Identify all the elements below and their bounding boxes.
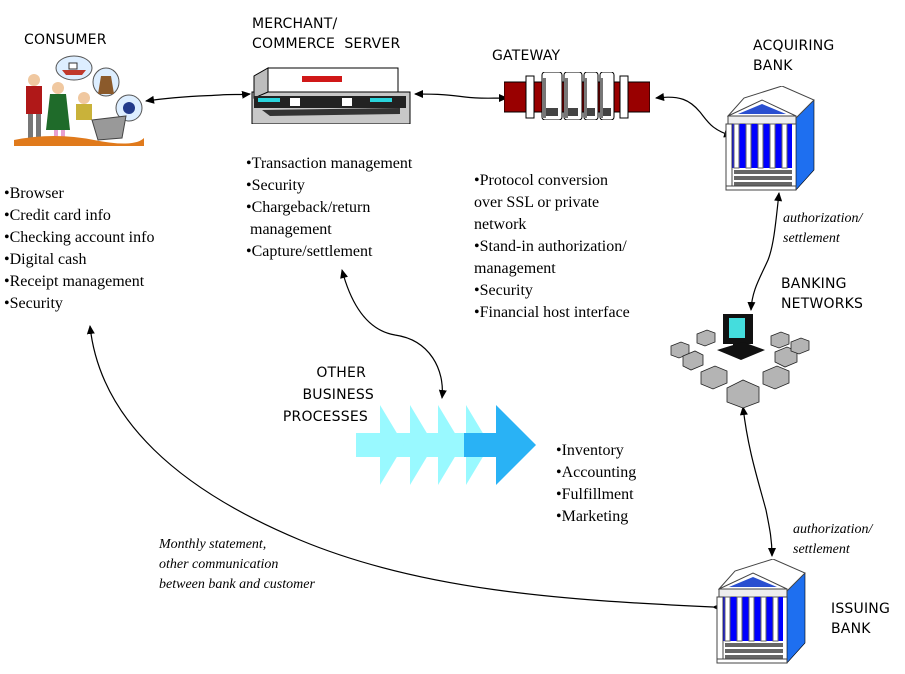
connector-gateway-acquiring: [655, 93, 733, 138]
consumer-feature: •Digital cash: [4, 251, 87, 268]
gateway-feature: network: [474, 216, 527, 233]
merchant-label-line: COMMERCE SERVER: [252, 36, 401, 52]
banking-networks-label-line: BANKING: [781, 276, 847, 292]
consumer-icon: [14, 50, 144, 146]
edge-label-line: between bank and customer: [159, 577, 315, 592]
gateway-feature: •Security: [474, 282, 533, 299]
gateway-feature: •Financial host interface: [474, 304, 630, 321]
gateway-feature: •Protocol conversion: [474, 172, 609, 189]
connector-consumer-merchant: [145, 90, 251, 104]
consumer-feature: •Browser: [4, 185, 64, 202]
issuing-bank-label: ISSUING BANK: [831, 599, 890, 639]
banking-networks-icon: [667, 312, 817, 409]
edge-label-line: settlement: [793, 542, 850, 557]
edge-label-acquiring-networks: authorization/ settlement: [783, 209, 862, 249]
edge-label-line: Monthly statement,: [159, 537, 267, 552]
issuing-bank-icon: [715, 558, 807, 665]
merchant-feature: management: [246, 221, 332, 238]
other-business-label: OTHER BUSINESS PROCESSES: [270, 362, 380, 428]
gateway-icon: [503, 71, 651, 121]
edge-label-line: settlement: [783, 231, 840, 246]
market-sign: [302, 76, 342, 82]
acquiring-bank-label-line: ACQUIRING: [753, 38, 835, 54]
gateway-feature: over SSL or private: [474, 194, 600, 211]
consumer-feature: •Credit card info: [4, 207, 111, 224]
other-business-feature: •Inventory: [556, 442, 624, 459]
merchant-feature: •Chargeback/return: [246, 199, 371, 216]
banking-networks-label-line: NETWORKS: [781, 296, 864, 312]
consumer-feature-list: •Browser •Credit card info •Checking acc…: [4, 183, 154, 315]
acquiring-bank-label: ACQUIRING BANK: [753, 36, 834, 76]
edge-label-line: other communication: [159, 557, 279, 572]
other-business-feature-list: •Inventory •Accounting •Fulfillment •Mar…: [556, 440, 636, 528]
consumer-feature: •Security: [4, 295, 63, 312]
merchant-feature: •Capture/settlement: [246, 243, 373, 260]
consumer-feature: •Checking account info: [4, 229, 155, 246]
storefront-icon: [250, 64, 415, 125]
issuing-bank-label-line: ISSUING: [831, 601, 890, 617]
merchant-feature: •Security: [246, 177, 305, 194]
gateway-feature: management: [474, 260, 556, 277]
connector-issuing-consumer: [86, 325, 722, 612]
gateway-feature: •Stand-in authorization/: [474, 238, 627, 255]
edge-label-networks-issuing: authorization/ settlement: [793, 520, 872, 560]
acquiring-bank-label-line: BANK: [753, 58, 793, 74]
edge-label-issuing-consumer: Monthly statement, other communication b…: [159, 535, 315, 595]
connector-networks-issuing: [739, 406, 776, 557]
merchant-label-line: MERCHANT/: [252, 16, 338, 32]
edge-label-line: authorization/: [793, 522, 873, 537]
connector-acquiring-networks: [747, 192, 783, 311]
banking-networks-label: BANKING NETWORKS: [781, 274, 863, 314]
other-business-label-line: OTHER: [316, 365, 366, 381]
acquiring-bank-icon: [724, 85, 816, 192]
consumer-feature: •Receipt management: [4, 273, 145, 290]
edge-label-line: authorization/: [783, 211, 863, 226]
other-business-label-line: PROCESSES: [282, 409, 368, 425]
business-process-arrow-icon: [356, 405, 536, 485]
issuing-bank-label-line: BANK: [831, 621, 871, 637]
consumer-label: CONSUMER: [24, 32, 107, 48]
gateway-label: GATEWAY: [492, 48, 561, 64]
merchant-feature: •Transaction management: [246, 155, 413, 172]
other-business-feature: •Marketing: [556, 508, 629, 525]
connector-merchant-gateway: [414, 90, 508, 103]
merchant-feature-list: •Transaction management •Security •Charg…: [246, 153, 412, 263]
other-business-feature: •Accounting: [556, 464, 637, 481]
merchant-label: MERCHANT/ COMMERCE SERVER: [252, 14, 400, 54]
gateway-feature-list: •Protocol conversion over SSL or private…: [474, 170, 630, 324]
other-business-feature: •Fulfillment: [556, 486, 634, 503]
other-business-label-line: BUSINESS: [302, 387, 374, 403]
